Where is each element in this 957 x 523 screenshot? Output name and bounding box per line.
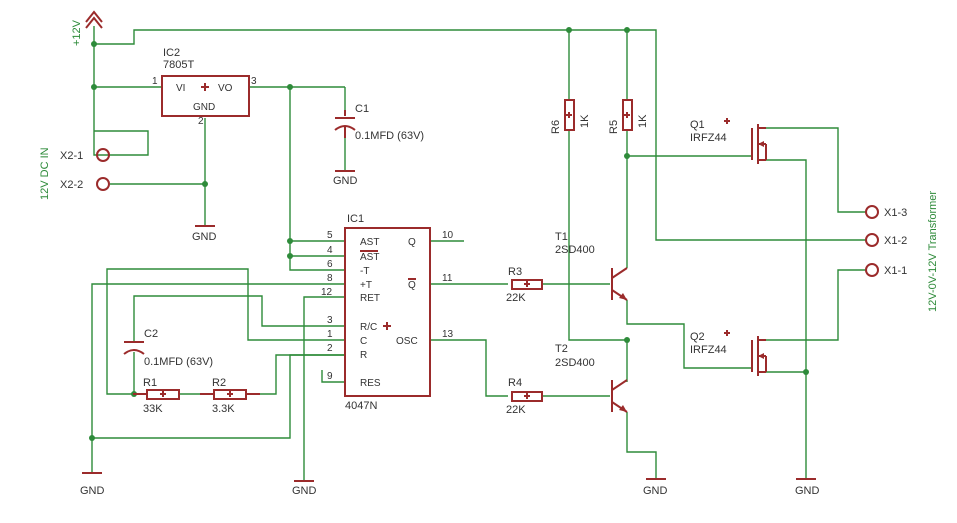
ic1-name: IC1 xyxy=(347,213,364,225)
r1-value: 33K xyxy=(143,403,163,415)
resistor-r1: R1 33K xyxy=(133,377,180,415)
resistor-r3: R3 22K xyxy=(506,266,543,304)
mosfet-q2: Q2 IRFZ44 xyxy=(690,330,767,376)
c2-value: 0.1MFD (63V) xyxy=(144,356,213,368)
ic1-pin4: 4 xyxy=(327,245,333,256)
junctions xyxy=(89,27,809,441)
c2-name: C2 xyxy=(144,328,158,340)
ic1-pt: +T xyxy=(360,280,372,291)
t2-type: 2SD400 xyxy=(555,357,595,369)
ic1-pin11: 11 xyxy=(442,273,453,284)
r6-value: 1K xyxy=(579,114,591,128)
x1-1-label: X1-1 xyxy=(884,265,907,277)
capacitor-c2: C2 0.1MFD (63V) xyxy=(123,328,213,368)
ic1-pin10: 10 xyxy=(442,230,454,241)
transistor-t2: T2 2SD400 xyxy=(555,343,628,413)
resistor-r2: R2 3.3K xyxy=(200,377,260,415)
capacitor-c1: C1 0.1MFD (63V) xyxy=(334,103,424,142)
r2-value: 3.3K xyxy=(212,403,235,415)
ic2-gnd: GND xyxy=(193,102,215,113)
ic1-r: R xyxy=(360,350,367,361)
r6-name: R6 xyxy=(550,120,562,134)
ic1-astn: AST xyxy=(360,252,379,263)
gnd-left: GND xyxy=(80,485,105,497)
ic2-regulator: IC2 7805T VI VO GND 1 2 3 xyxy=(152,47,257,127)
ic1-4047: IC1 4047N AST AST -T +T RET R/C C R RES … xyxy=(321,213,454,412)
resistor-r5: R5 1K xyxy=(608,99,649,134)
gnd-mid: GND xyxy=(292,485,317,497)
q2-type: IRFZ44 xyxy=(690,344,727,356)
resistor-r6: R6 1K xyxy=(550,99,591,134)
supply-label: +12V xyxy=(71,19,83,46)
ic2-pin3: 3 xyxy=(251,76,257,87)
ic1-pin9: 9 xyxy=(327,371,333,382)
r4-value: 22K xyxy=(506,404,526,416)
ic1-pin12: 12 xyxy=(321,287,333,298)
mosfet-q1: Q1 IRFZ44 xyxy=(690,118,767,164)
ic2-pin2: 2 xyxy=(198,116,204,127)
ic1-mt: -T xyxy=(360,266,369,277)
ic1-type: 4047N xyxy=(345,400,377,412)
ic1-q: Q xyxy=(408,237,416,248)
ic2-vo: VO xyxy=(218,83,233,94)
t2-name: T2 xyxy=(555,343,568,355)
input-label: 12V DC IN xyxy=(39,147,51,200)
x1-3-label: X1-3 xyxy=(884,207,907,219)
ic1-pin1: 1 xyxy=(327,329,333,340)
input-connectors: X2-1 X2-2 12V DC IN xyxy=(39,147,110,200)
r2-name: R2 xyxy=(212,377,226,389)
ic1-res: RES xyxy=(360,378,381,389)
ic1-pin6: 6 xyxy=(327,259,333,270)
ic2-name: IC2 xyxy=(163,47,180,59)
x2-2-label: X2-2 xyxy=(60,179,83,191)
x1-2-label: X1-2 xyxy=(884,235,907,247)
q1-type: IRFZ44 xyxy=(690,132,727,144)
gnd-c1: GND xyxy=(333,175,358,187)
transistor-t1: T1 2SD400 xyxy=(555,231,628,301)
q1-name: Q1 xyxy=(690,119,705,131)
ic1-pin8: 8 xyxy=(327,273,333,284)
gnd-t2: GND xyxy=(643,485,668,497)
t1-type: 2SD400 xyxy=(555,244,595,256)
r5-name: R5 xyxy=(608,120,620,134)
ic2-type: 7805T xyxy=(163,59,194,71)
r5-value: 1K xyxy=(637,114,649,128)
r1-name: R1 xyxy=(143,377,157,389)
ic2-vi: VI xyxy=(176,83,185,94)
wires xyxy=(91,26,866,480)
t1-name: T1 xyxy=(555,231,568,243)
ic1-pin5: 5 xyxy=(327,230,333,241)
ic2-pin1: 1 xyxy=(152,76,158,87)
ground-symbols: GND GND GND GND GND GND xyxy=(80,170,820,497)
ic1-pin2: 2 xyxy=(327,343,333,354)
ic1-osc: OSC xyxy=(396,336,418,347)
ic1-qn: Q xyxy=(408,280,416,291)
gnd-ic2: GND xyxy=(192,231,217,243)
r3-value: 22K xyxy=(506,292,526,304)
ic1-c: C xyxy=(360,336,367,347)
r4-name: R4 xyxy=(508,377,522,389)
output-connectors: X1-3 X1-2 X1-1 12V-0V-12V Transformer xyxy=(865,191,939,312)
ic1-ret: RET xyxy=(360,293,380,304)
r3-name: R3 xyxy=(508,266,522,278)
c1-value: 0.1MFD (63V) xyxy=(355,130,424,142)
c1-name: C1 xyxy=(355,103,369,115)
resistor-r4: R4 22K xyxy=(506,377,543,416)
output-label: 12V-0V-12V Transformer xyxy=(927,191,939,312)
supply-symbol: +12V xyxy=(71,10,103,46)
ic1-rc: R/C xyxy=(360,322,377,333)
gnd-mosfet: GND xyxy=(795,485,820,497)
x2-1-label: X2-1 xyxy=(60,150,83,162)
ic1-ast: AST xyxy=(360,237,379,248)
ic1-pin13: 13 xyxy=(442,329,454,340)
ic1-pin3: 3 xyxy=(327,315,333,326)
q2-name: Q2 xyxy=(690,331,705,343)
